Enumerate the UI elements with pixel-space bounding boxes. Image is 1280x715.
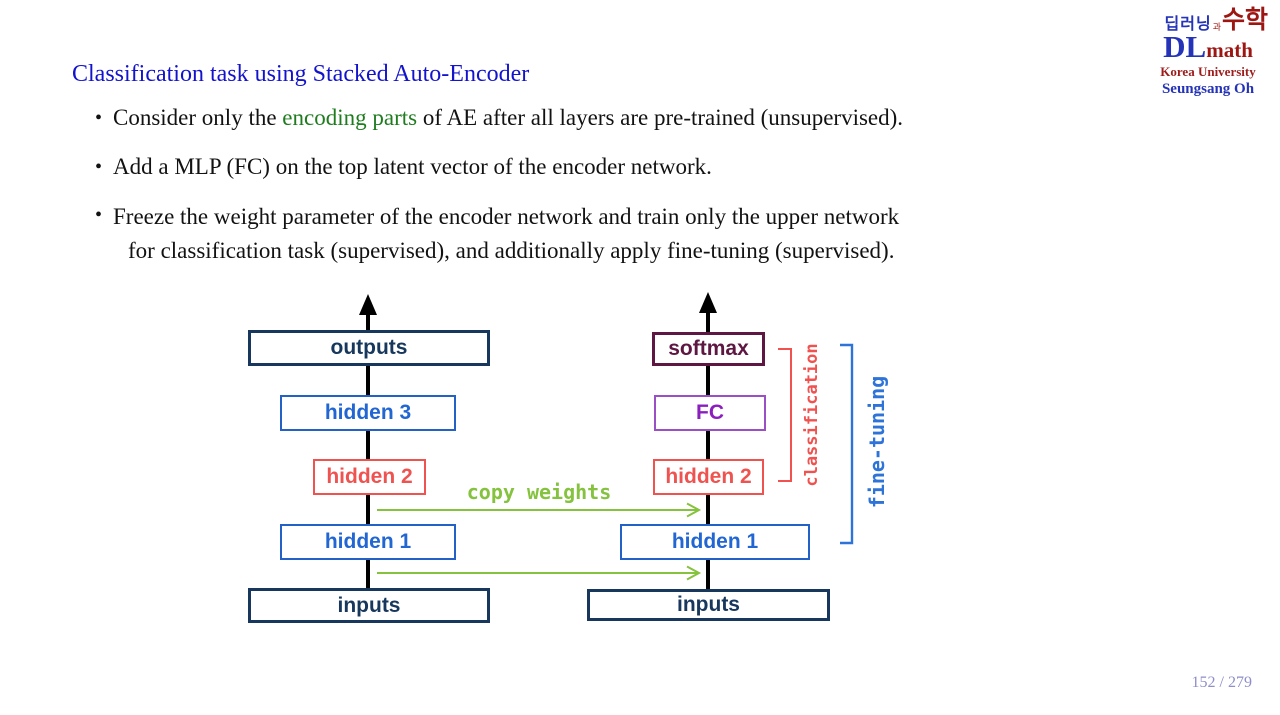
bullet-text-2: Add a MLP (FC) on the top latent vector … xyxy=(113,154,712,179)
logo-university: Korea University xyxy=(1160,64,1256,79)
left-layer-inputs: inputs xyxy=(248,588,490,623)
logo-math-text: math xyxy=(1206,38,1253,62)
logo-korean-row: 딥러닝 과 수학 xyxy=(1148,8,1268,33)
logo-korean-deeplearning: 딥러닝 xyxy=(1164,16,1212,33)
bullet3-line2: for classification task (supervised), an… xyxy=(128,238,895,263)
right-layer-fc: FC xyxy=(654,395,766,431)
bullet-text-3: Freeze the weight parameter of the encod… xyxy=(113,200,899,268)
copy-weights-arrowhead-upper-icon xyxy=(686,502,702,518)
bullet-dot: • xyxy=(95,204,103,226)
left-layer-hidden2: hidden 2 xyxy=(313,459,426,495)
left-layer-outputs: outputs xyxy=(248,330,490,366)
logo-author: Seungsang Oh xyxy=(1161,81,1255,97)
classification-label: classification xyxy=(802,343,822,487)
bullet1-pre: Consider only the xyxy=(113,105,283,130)
bullet-text-1: Consider only the encoding parts of AE a… xyxy=(113,103,903,133)
bullet-item-1: • Consider only the encoding parts of AE… xyxy=(95,103,903,133)
logo-korean-math: 수학 xyxy=(1221,7,1268,34)
fine-tuning-bracket xyxy=(840,343,854,545)
bullet-item-3: • Freeze the weight parameter of the enc… xyxy=(95,200,899,268)
logo-dl-text: DL xyxy=(1163,29,1207,64)
bullet3-line1: Freeze the weight parameter of the encod… xyxy=(113,204,900,229)
classification-bracket xyxy=(778,348,792,482)
bullet1-highlight: encoding parts xyxy=(282,105,418,130)
left-layer-hidden3: hidden 3 xyxy=(280,395,456,431)
slide-title: Classification task using Stacked Auto-E… xyxy=(72,61,530,87)
bullet-item-2: • Add a MLP (FC) on the top latent vecto… xyxy=(95,152,712,182)
fine-tuning-label: fine-tuning xyxy=(865,375,889,509)
right-layer-hidden1: hidden 1 xyxy=(620,524,810,560)
right-layer-hidden2: hidden 2 xyxy=(653,459,764,495)
left-layer-hidden1: hidden 1 xyxy=(280,524,456,560)
right-layer-inputs: inputs xyxy=(587,589,830,621)
right-stack-up-arrow-icon xyxy=(699,292,717,313)
logo-dlmath-row: DL math xyxy=(1148,31,1268,62)
right-layer-softmax: softmax xyxy=(652,332,765,366)
bullet-dot: • xyxy=(95,107,103,129)
logo-korean-particle: 과 xyxy=(1212,22,1221,32)
left-stack-up-arrow-icon xyxy=(359,294,377,315)
copy-weights-label: copy weights xyxy=(466,480,612,504)
bullet1-post: of AE after all layers are pre-trained (… xyxy=(417,105,904,130)
page-number: 152 / 279 xyxy=(1191,674,1252,691)
copy-weights-arrowhead-lower-icon xyxy=(686,565,702,581)
dlmath-logo: 딥러닝 과 수학 DL math Korea University Seungs… xyxy=(1148,8,1268,97)
bullet-dot: • xyxy=(95,156,103,178)
